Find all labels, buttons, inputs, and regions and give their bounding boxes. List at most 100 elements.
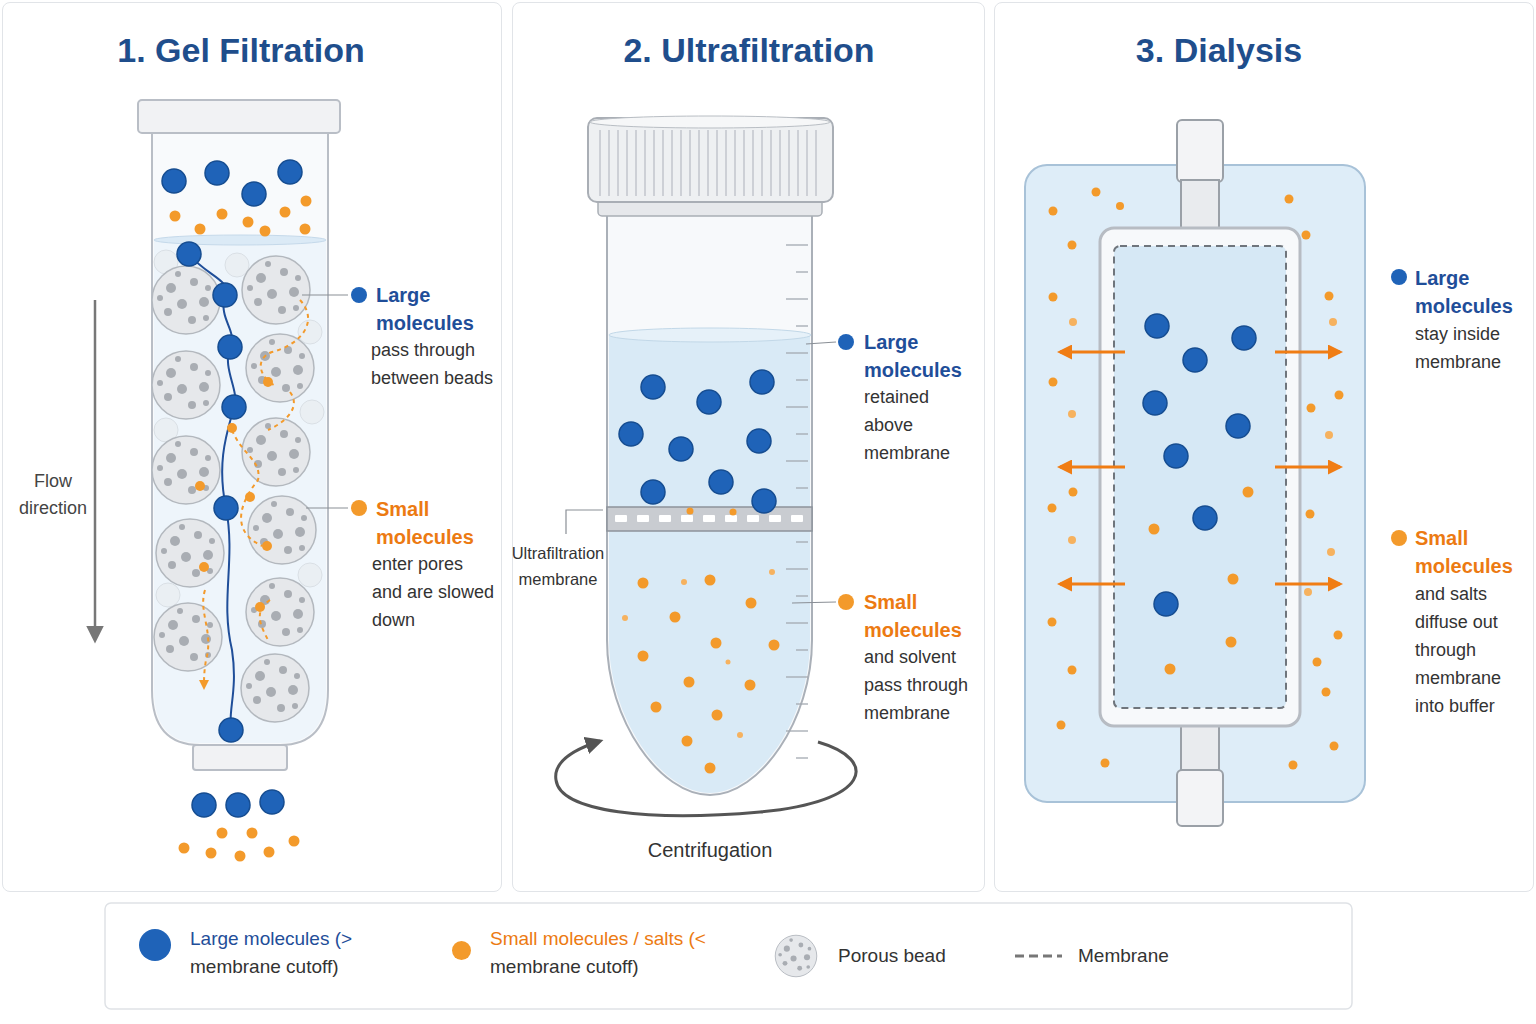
large-molecule	[750, 370, 774, 394]
large-molecule	[1193, 506, 1217, 530]
legend-swatch	[452, 941, 471, 960]
large-molecule	[242, 182, 266, 206]
cap-rib	[635, 130, 637, 196]
callout-heading: Small molecules	[864, 588, 974, 644]
cap-rib	[734, 130, 736, 196]
porous-bead	[152, 256, 316, 722]
graduation-mark	[796, 595, 808, 596]
small-molecule	[227, 423, 237, 433]
small-molecule	[1049, 378, 1058, 387]
large-molecule	[1143, 391, 1167, 415]
centrifuge-tube	[590, 116, 830, 128]
membrane-pore	[681, 515, 693, 522]
ultrafiltration-membrane	[607, 507, 812, 531]
cap-rib	[707, 130, 709, 196]
membrane-pore	[703, 515, 715, 522]
small-molecule	[1165, 664, 1176, 675]
cap-rib	[617, 130, 619, 196]
large-molecule	[641, 375, 665, 399]
small-molecule	[1069, 488, 1078, 497]
cap-rib	[815, 130, 817, 196]
large-molecule	[192, 793, 216, 817]
callout-text: and solvent pass through membrane	[864, 643, 980, 727]
large-molecule	[1145, 314, 1169, 338]
large-molecule	[697, 390, 721, 414]
small-molecule	[179, 843, 190, 854]
dialysis-cassette	[1181, 724, 1219, 772]
porous-bead	[152, 436, 220, 504]
panel-title: 3. Dialysis	[1019, 29, 1419, 71]
graduation-mark	[786, 406, 808, 407]
cap-rib	[626, 130, 628, 196]
graduation-mark	[796, 757, 808, 758]
membrane-pore	[637, 515, 649, 522]
porous-bead	[241, 654, 309, 722]
graduation-mark	[786, 298, 808, 299]
callout-text: retained above membrane	[864, 383, 968, 467]
large-molecule	[1164, 444, 1188, 468]
callout-heading: Small molecules	[376, 495, 486, 551]
graduation-mark	[786, 730, 808, 731]
gel-column	[154, 235, 326, 245]
cap-rib	[788, 130, 790, 196]
small-molecule	[746, 598, 757, 609]
small-molecule	[1149, 524, 1160, 535]
small-molecule	[170, 211, 181, 222]
small-molecule	[1243, 487, 1254, 498]
panel: 3. Dialysis	[994, 2, 1534, 892]
small-molecule	[769, 569, 775, 575]
graduation-mark	[796, 325, 808, 326]
leader-line	[566, 334, 854, 610]
leader-line	[351, 287, 367, 303]
small-molecule	[1325, 431, 1333, 439]
large-molecule	[641, 480, 665, 504]
large-molecule	[205, 161, 229, 185]
small-molecule	[1049, 207, 1058, 216]
label-dot	[1391, 530, 1407, 546]
cap-rib	[644, 130, 646, 196]
large-molecule	[1232, 326, 1256, 350]
small-molecule	[1304, 588, 1312, 596]
small-molecule	[1306, 510, 1315, 519]
small-molecule	[1228, 574, 1239, 585]
small-molecule	[1068, 241, 1077, 250]
large-molecule	[260, 790, 284, 814]
small-molecule	[712, 710, 723, 721]
callout-heading: Small molecules	[1415, 524, 1523, 580]
leader-line	[838, 334, 854, 350]
small-molecule	[206, 848, 217, 859]
callout-heading: Large molecules	[376, 281, 486, 337]
small-molecule	[262, 541, 272, 551]
diffusion-arrow	[1275, 351, 1340, 354]
molecule-paths	[203, 590, 208, 688]
molecule-paths	[261, 300, 308, 386]
cap-rib	[671, 130, 673, 196]
centrifuge-tube	[588, 118, 833, 202]
leader-line	[566, 510, 603, 534]
small-molecule	[1329, 318, 1337, 326]
legend-frame	[105, 903, 1352, 1009]
dialysis-cassette	[1177, 120, 1223, 182]
gel-column	[152, 133, 328, 745]
graduation-mark	[786, 622, 808, 623]
small-molecule	[1057, 721, 1066, 730]
membrane-pore	[725, 515, 737, 522]
cap-rib	[716, 130, 718, 196]
legend-text: Membrane	[1078, 942, 1238, 970]
small-molecule	[264, 847, 275, 858]
large-molecule	[213, 283, 237, 307]
porous-bead	[152, 351, 220, 419]
centrifuge-tube	[609, 328, 811, 342]
leader-line	[806, 342, 836, 344]
small-molecule	[769, 640, 780, 651]
small-molecule	[1048, 618, 1057, 627]
small-molecule	[263, 377, 273, 387]
legend-text: Large molecules (> membrane cutoff)	[190, 925, 400, 981]
small-molecule	[1068, 410, 1076, 418]
rotation-arrow	[556, 741, 856, 816]
small-molecule	[1322, 688, 1331, 697]
molecule-paths	[189, 254, 308, 730]
large-molecule	[1143, 314, 1256, 616]
centrifuge-tube	[607, 212, 812, 795]
large-molecule	[226, 793, 250, 817]
